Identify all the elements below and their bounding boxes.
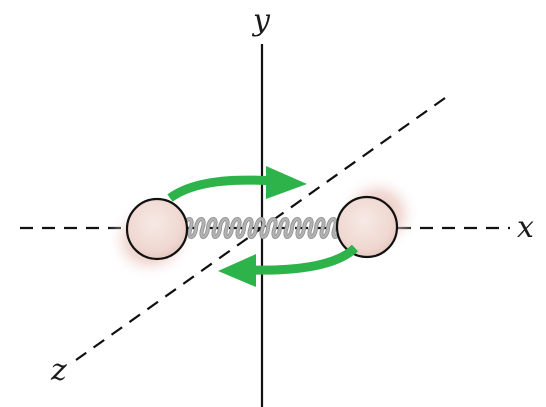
y-axis-label: y [251,3,271,38]
rotation-arrow-top [167,166,307,202]
rotation-arrow-bottom [218,244,359,287]
spring [182,217,342,239]
left-atom [125,197,189,261]
spring-coil [182,217,342,239]
x-axis-label: x [517,210,534,245]
z-axis-label: z [50,353,67,388]
right-atom [335,195,399,259]
